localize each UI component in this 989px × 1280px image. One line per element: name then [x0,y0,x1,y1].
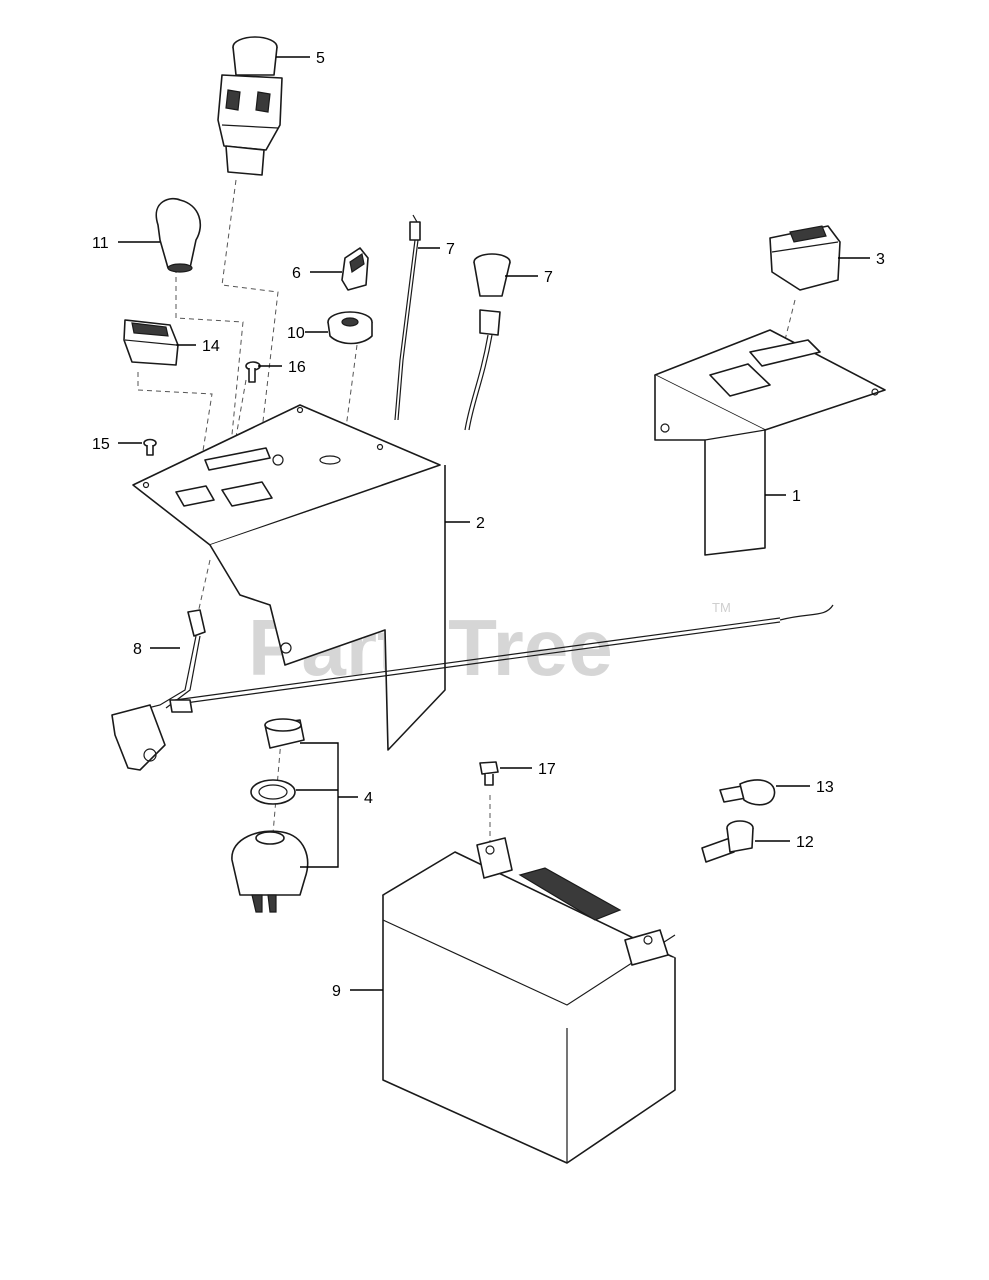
callout-12: 12 [796,834,814,851]
alignment-lines [137,179,796,846]
part-6-knob [341,247,369,291]
callout-10: 10 [287,325,305,342]
part-1-bracket [654,329,886,556]
part-12-terminal-cover [701,820,754,863]
callout-labels: 5 11 6 7 7 3 10 14 16 15 1 2 8 4 17 13 1… [92,50,885,1000]
part-5-switch [217,36,283,176]
part-17-bolt [479,761,499,786]
callout-16: 16 [288,359,306,376]
callout-4: 4 [364,790,373,807]
part-7-choke-cable [464,253,511,431]
part-16-screw [245,361,261,383]
callout-6: 6 [292,265,301,282]
callout-7a: 7 [446,241,455,258]
callout-9: 9 [332,983,341,1000]
part-9-battery [382,837,676,1164]
callout-2: 2 [476,515,485,532]
part-15-screw [143,438,157,456]
watermark-trademark: TM [712,600,731,615]
part-13-terminal-cover [719,779,776,806]
callout-11: 11 [92,235,109,252]
callout-1: 1 [792,488,801,505]
part-4-ignition-switch [231,718,309,913]
part-10-bushing [327,311,373,345]
callout-15: 15 [92,436,110,453]
part-7-cable-thin [394,214,421,421]
callout-17: 17 [538,761,556,778]
part-8-lever [111,604,834,771]
callout-13: 13 [816,779,834,796]
callout-14: 14 [202,338,220,355]
part-3-switch [769,225,841,291]
callout-8: 8 [133,641,142,658]
part-2-panel [132,404,446,751]
leader-lines [118,56,870,991]
callout-3: 3 [876,251,885,268]
callout-7b: 7 [544,269,553,286]
part-14-switch [123,319,179,366]
callout-5: 5 [316,50,325,67]
part-11-knob [155,197,201,273]
